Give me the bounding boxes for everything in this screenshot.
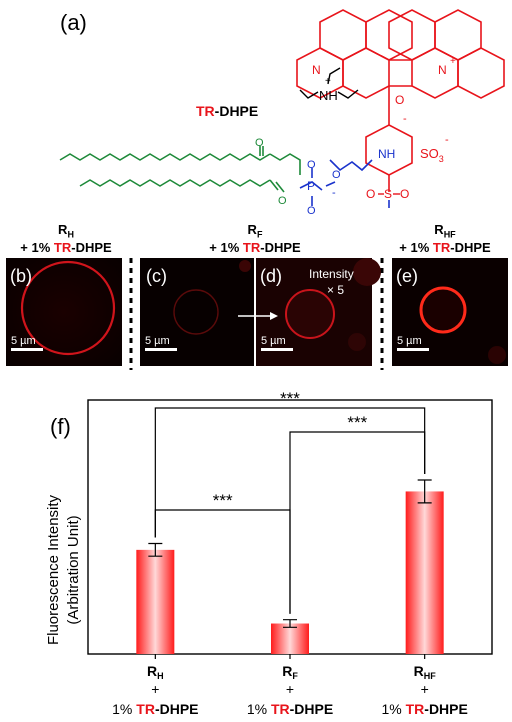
micrograph-e: (e) 5 µm xyxy=(392,258,508,366)
micrograph-b: (b) 5 µm xyxy=(6,258,122,366)
y-axis-label-line2: (Arbitration Unit) xyxy=(65,515,82,624)
group-label-rf: RF + 1% TR-DHPE xyxy=(209,222,301,255)
micrograph-strip: (b) 5 µm (c) 5 µm (d) Intensity × 5 5 µm… xyxy=(6,258,508,370)
group-label-rhf: RHF + 1% TR-DHPE xyxy=(399,222,491,255)
error-bar-1 xyxy=(283,619,297,628)
texas-red-dye-structure xyxy=(296,9,505,192)
linker-nh: NH xyxy=(378,147,395,161)
significance-bracket-0 xyxy=(154,509,291,614)
bar-0 xyxy=(136,549,175,654)
counterion-nh: NH xyxy=(319,88,338,103)
phosphoethanolamine-linker xyxy=(299,159,373,206)
dye-right-nitrogen: N xyxy=(438,63,447,77)
bar-2 xyxy=(405,491,444,654)
sulfonate-minus: - xyxy=(445,134,449,146)
dye-ring-oxygen: O xyxy=(395,93,404,107)
panel-a-structure: (a) O N N + SO3 - - O S O NH + TR-DHPE xyxy=(59,9,505,217)
scale-bar-c xyxy=(145,348,177,351)
scale-text-c: 5 µm xyxy=(145,335,170,347)
x-label-name-2: RHF xyxy=(414,663,437,681)
dye-left-nitrogen: N xyxy=(312,63,321,77)
sulfonate-label: SO3 xyxy=(420,146,444,164)
error-bar-0 xyxy=(148,542,163,557)
sulfonyl-s: S xyxy=(384,187,392,201)
molecule-name: TR-DHPE xyxy=(196,103,258,119)
significance-bracket-1 xyxy=(289,431,426,614)
ester-o-top: O xyxy=(255,137,264,149)
scale-text-b: 5 µm xyxy=(11,335,36,347)
phosphorus-atom: P xyxy=(307,179,315,193)
bar-1 xyxy=(271,623,309,654)
micrograph-c: (c) 5 µm xyxy=(140,258,254,366)
group-label-rh: RH + 1% TR-DHPE xyxy=(20,222,112,255)
dye-carboxylate-minus: - xyxy=(403,113,407,125)
scale-bar-e xyxy=(397,348,429,351)
panel-b-label: (b) xyxy=(10,266,32,286)
micrograph-d: (d) Intensity × 5 5 µm xyxy=(256,258,381,366)
sulfonyl-o-left: O xyxy=(366,187,375,201)
panel-c-label: (c) xyxy=(146,266,167,286)
phosphate-o-bottom: O xyxy=(307,205,316,217)
intensity-multiplier: × 5 xyxy=(327,283,344,297)
panel-f-label: (f) xyxy=(50,414,71,439)
micrograph-labels: RH + 1% TR-DHPE RF + 1% TR-DHPE RHF + 1%… xyxy=(0,222,512,258)
bar-chart: (f) Fluorescence Intensity (Arbitration … xyxy=(45,390,493,717)
x-label-plus-2: + xyxy=(421,681,429,697)
scale-bar-b xyxy=(11,348,43,351)
ester-o-bottom: O xyxy=(278,195,287,207)
x-label-plus-0: + xyxy=(151,681,159,697)
triethylammonium-counterion xyxy=(299,67,359,99)
y-axis-label-line1: Fluorescence Intensity xyxy=(45,494,62,645)
x-label-mixture-0: 1% TR-DHPE xyxy=(112,701,198,717)
panel-d-label: (d) xyxy=(260,266,282,286)
dye-positive-charge: + xyxy=(450,56,456,67)
arrow-icon xyxy=(238,312,278,320)
phosphate-o-top: O xyxy=(307,159,316,171)
panel-e-label: (e) xyxy=(396,266,418,286)
x-label-plus-1: + xyxy=(286,681,294,697)
x-label-name-1: RF xyxy=(282,663,298,681)
phosphate-minus: - xyxy=(332,187,336,199)
sulfonyl-o-right: O xyxy=(400,187,409,201)
scale-text-e: 5 µm xyxy=(397,335,422,347)
x-label-name-0: RH xyxy=(147,663,164,681)
lipid-acyl-chains xyxy=(59,146,301,193)
significance-label-0: *** xyxy=(213,491,233,510)
x-label-mixture-2: 1% TR-DHPE xyxy=(381,701,467,717)
significance-bracket-2 xyxy=(154,407,426,538)
counterion-plus: + xyxy=(325,76,331,87)
panel-a-label: (a) xyxy=(60,10,87,35)
significance-label-2: *** xyxy=(280,390,300,408)
scale-bar-d xyxy=(261,348,293,351)
intensity-note: Intensity xyxy=(309,267,354,281)
error-bar-2 xyxy=(417,479,432,504)
scale-text-d: 5 µm xyxy=(261,335,286,347)
significance-label-1: *** xyxy=(347,413,367,432)
x-label-mixture-1: 1% TR-DHPE xyxy=(247,701,333,717)
phosphate-o-right: O xyxy=(332,169,341,181)
